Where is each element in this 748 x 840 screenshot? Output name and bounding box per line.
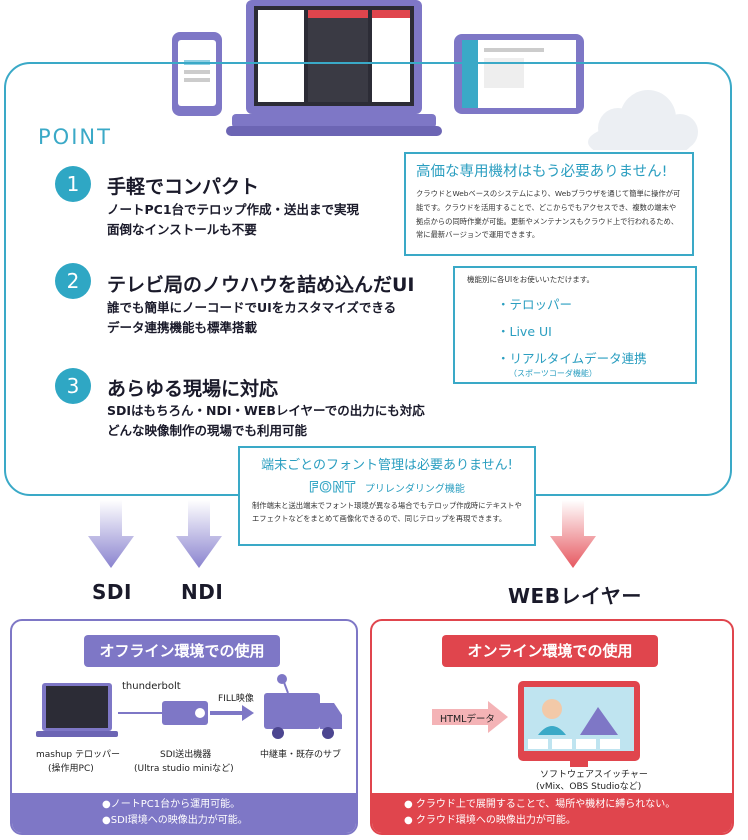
point-3-line-2: どんな映像制作の現場でも利用可能 [107,423,308,438]
offline-footer: ●ノートPC1台から運用可能。 ●SDI環境への映像出力が可能。 [12,793,356,833]
online-diagram [432,681,640,767]
web-layer-label: WEBレイヤー [508,584,642,608]
point-1-line-1: ノートPC1台でテロップ作成・送出まで実現 [107,202,360,217]
html-arrow-icon [432,701,508,733]
switcher-label: ソフトウェアスイッチャー [540,770,648,780]
point-3-number: 3 [55,368,91,404]
device-sublabel: (Ultra studio miniなど) [134,764,234,774]
font-box-body: 制作端末と送出端末でフォント環境が異なる場合でもテロップ作成時にテキストやエフェ… [252,501,522,523]
point-2-heading: テレビ局のノウハウを詰め込んだUI [107,274,415,296]
point-2-line-2: データ連携機能も標準搭載 [107,320,258,335]
font-info-box: 端末ごとのフォント管理は必要ありません! FONT プリレンダリング機能 制作端… [238,446,536,546]
offline-footer-line-1: ●ノートPC1台から運用可能。 [102,799,241,810]
ui-features-box: 機能別に各UIをお使いいただけます。 ・テロッパー ・Live UI ・リアルタ… [453,266,697,384]
point-3-heading: あらゆる現場に対応 [107,378,279,400]
offline-panel: オフライン環境での使用 thunderbolt FILL映像 mashup テロ… [10,619,358,835]
sdi-arrow-icon [88,500,134,568]
fill-label: FILL映像 [218,694,254,704]
pc-sublabel: (操作用PC) [48,764,94,774]
point-title: POINT [38,125,112,149]
font-box-title: 端末ごとのフォント管理は必要ありません! [261,458,513,473]
point-2-number: 2 [55,263,91,299]
online-title: オンライン環境での使用 [442,635,658,667]
switcher-screen-icon [518,681,640,767]
smartphone-icon [172,32,222,116]
device-label: SDI送出機器 [160,750,212,760]
cloud-box-title: 高価な専用機材はもう必要ありません! [416,164,668,180]
laptop-icon [226,0,442,136]
ndi-label: NDI [181,580,224,604]
html-data-label: HTMLデータ [440,714,495,725]
sdi-label: SDI [92,580,132,604]
point-2-line-1: 誰でも簡単にノーコードでUIをカスタマイズできる [107,300,397,315]
offline-title: オフライン環境での使用 [84,635,280,667]
feature-telopper: ・テロッパー [497,297,573,312]
sdi-device-icon [162,701,208,725]
font-logo: FONT [309,480,356,497]
ui-box-intro: 機能別に各UIをお使いいただけます。 [467,275,594,284]
online-panel: オンライン環境での使用 HTMLデータ ソフトウェアスイッチャー (vMix、O… [370,619,734,835]
laptop-icon [36,683,118,737]
feature-sports-coder: （スポーツコーダ機能） [509,369,597,378]
cloud-info-box: 高価な専用機材はもう必要ありません! クラウドとWebベースのシステムにより、W… [404,152,694,256]
output-arrows [88,500,596,568]
pc-label: mashup テロッパー [36,750,120,760]
point-1-number: 1 [55,166,91,202]
web-arrow-icon [550,500,596,568]
online-footer-line-2: ● クラウド環境への映像出力が可能。 [404,815,576,826]
feature-live-ui: ・Live UI [497,324,552,339]
cloud-icon [588,90,698,150]
offline-diagram [36,674,342,739]
point-3-line-1: SDIはもちろん・NDI・WEBレイヤーでの出力にも対応 [107,403,425,418]
truck-icon [264,674,342,739]
online-footer-line-1: ● クラウド上で展開することで、場所や機材に縛られない。 [404,799,676,810]
feature-realtime-data: ・リアルタイムデータ連携 [497,351,647,366]
devices-illustration [172,0,698,150]
truck-label: 中継車・既存のサブ [260,750,342,760]
switcher-sublabel: (vMix、OBS Studioなど) [536,782,642,792]
offline-footer-line-2: ●SDI環境への映像出力が可能。 [102,815,248,826]
font-box-subtitle: プリレンダリング機能 [364,484,465,495]
online-footer: ● クラウド上で展開することで、場所や機材に縛られない。 ● クラウド環境への映… [372,793,732,833]
thunderbolt-label: thunderbolt [122,681,181,692]
point-1-heading: 手軽でコンパクト [107,176,260,198]
ndi-arrow-icon [176,500,222,568]
cloud-box-body: クラウドとWebベースのシステムにより、Webブラウザを通じて簡単に操作が可能で… [416,189,681,240]
point-1-line-2: 面倒なインストールも不要 [107,222,257,237]
